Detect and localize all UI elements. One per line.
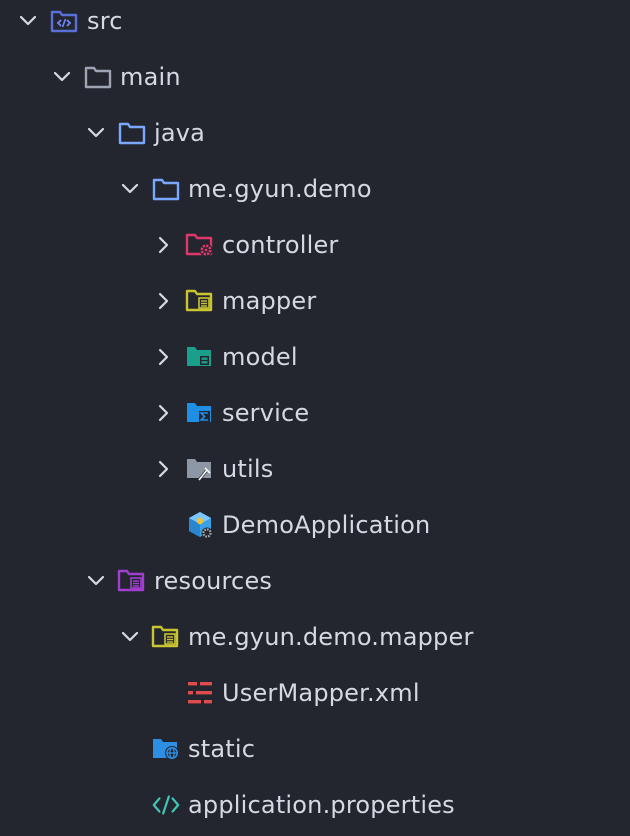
tree-item-label: main [120,63,181,91]
source-folder-icon [49,6,79,36]
tree-item-label: controller [222,231,339,259]
mybatis-xml-icon [185,678,215,708]
tree-item-resources[interactable]: resources [0,553,630,609]
tree-item-label: java [154,119,206,147]
model-folder-icon [185,342,215,372]
tree-item-label: me.gyun.demo [188,175,372,203]
folder-icon [117,118,147,148]
mapper-folder-icon [151,622,181,652]
tree-item-label: resources [154,567,273,595]
tree-item-label: static [188,735,256,763]
tree-item-static[interactable]: static [0,721,630,777]
controller-folder-icon [185,230,215,260]
chevron-down-icon[interactable] [51,66,73,88]
tree-item-model[interactable]: model [0,329,630,385]
chevron-right-icon[interactable] [153,346,175,368]
tree-item-label: src [87,7,123,35]
tree-item-label: application.properties [188,791,455,819]
chevron-right-icon[interactable] [153,402,175,424]
chevron-down-icon[interactable] [85,570,107,592]
tree-item-demo-application[interactable]: DemoApplication [0,497,630,553]
tree-item-me-gyun-demo[interactable]: me.gyun.demo [0,161,630,217]
tree-item-utils[interactable]: utils [0,441,630,497]
chevron-down-icon[interactable] [85,122,107,144]
utils-folder-icon [185,454,215,484]
chevron-down-icon[interactable] [119,178,141,200]
tree-item-src[interactable]: src [0,0,630,49]
tree-item-me-gyun-demo-mapper[interactable]: me.gyun.demo.mapper [0,609,630,665]
code-icon [151,790,181,820]
resources-folder-icon [117,566,147,596]
package-folder-icon [151,174,181,204]
chevron-right-icon[interactable] [153,290,175,312]
tree-item-label: DemoApplication [222,511,431,539]
tree-item-usermapper-xml[interactable]: UserMapper.xml [0,665,630,721]
tree-item-main[interactable]: main [0,49,630,105]
tree-item-label: model [222,343,298,371]
service-folder-icon [185,398,215,428]
tree-item-application-properties[interactable]: application.properties [0,777,630,833]
chevron-right-icon[interactable] [153,458,175,480]
tree-item-mapper[interactable]: mapper [0,273,630,329]
chevron-right-icon[interactable] [153,234,175,256]
tree-item-label: utils [222,455,274,483]
spring-application-icon [185,510,215,540]
chevron-down-icon[interactable] [17,10,39,32]
web-folder-icon [151,734,181,764]
tree-item-label: service [222,399,310,427]
tree-item-label: UserMapper.xml [222,679,420,707]
tree-item-service[interactable]: service [0,385,630,441]
tree-item-controller[interactable]: controller [0,217,630,273]
tree-item-java[interactable]: java [0,105,630,161]
folder-icon [83,62,113,92]
chevron-down-icon[interactable] [119,626,141,648]
mapper-folder-icon [185,286,215,316]
tree-item-label: me.gyun.demo.mapper [188,623,474,651]
tree-item-label: mapper [222,287,317,315]
